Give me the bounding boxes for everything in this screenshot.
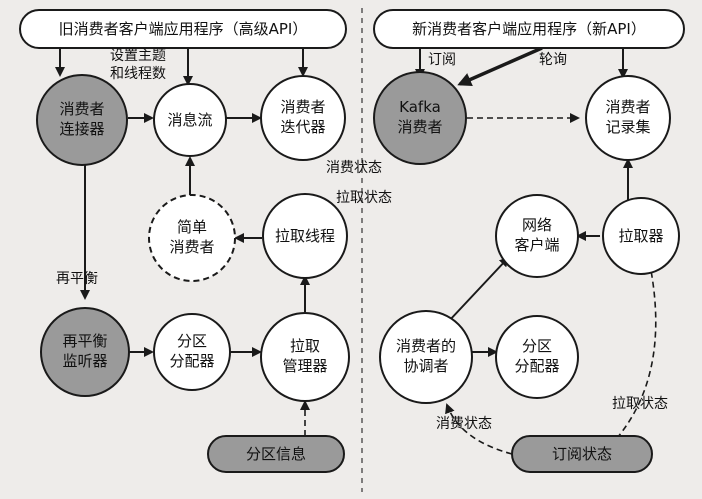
svg-text:分区: 分区: [177, 332, 207, 350]
svg-text:Kafka: Kafka: [399, 98, 441, 116]
svg-text:分区: 分区: [522, 337, 552, 355]
simple-consumer-node: 简单 消费者: [148, 194, 236, 282]
network-client-node: 网络 客户端: [495, 194, 579, 278]
svg-text:分配器: 分配器: [514, 357, 559, 375]
left-app-box: 旧消费者客户端应用程序（高级API）: [19, 9, 347, 49]
consumer-records-node: 消费者 记录集: [585, 75, 671, 161]
label-subscribe: 订阅: [428, 52, 456, 68]
right-edges: [415, 46, 657, 455]
label-consume-state: 消费状态: [326, 160, 382, 176]
svg-text:简单: 简单: [177, 218, 207, 236]
consumer-connector-node: 消费者 连接器: [36, 74, 128, 166]
svg-text:管理器: 管理器: [282, 357, 327, 375]
label-topic-threads-line1: 设置主题: [110, 48, 166, 64]
svg-text:监听器: 监听器: [62, 352, 107, 370]
label-fetch-state-2: 拉取状态: [612, 396, 668, 412]
svg-text:消费者: 消费者: [397, 118, 442, 136]
fetch-manager-node: 拉取 管理器: [260, 312, 350, 402]
right-app-box: 新消费者客户端应用程序（新API）: [373, 9, 685, 49]
svg-text:消费者: 消费者: [280, 98, 325, 116]
consumer-iterator-node: 消费者 迭代器: [260, 75, 346, 161]
left-app-title: 旧消费者客户端应用程序（高级API）: [59, 20, 308, 38]
label-fetch-state: 拉取状态: [336, 190, 392, 206]
svg-text:拉取: 拉取: [290, 337, 320, 355]
svg-text:消费者的: 消费者的: [396, 337, 456, 355]
svg-text:网络: 网络: [522, 216, 552, 234]
svg-text:记录集: 记录集: [605, 118, 650, 136]
rebalance-listener-node: 再平衡 监听器: [40, 307, 130, 397]
partition-info-box: 分区信息: [207, 435, 345, 473]
fetcher-node: 拉取器: [602, 197, 680, 275]
label-topic-threads-line2: 和线程数: [110, 66, 166, 82]
svg-text:拉取线程: 拉取线程: [275, 227, 335, 245]
svg-text:拉取器: 拉取器: [618, 227, 663, 245]
label-poll: 轮询: [539, 52, 567, 68]
svg-text:客户端: 客户端: [514, 236, 559, 254]
left-partition-assignor-node: 分区 分配器: [153, 313, 231, 391]
svg-text:连接器: 连接器: [59, 120, 104, 138]
svg-text:消费者: 消费者: [59, 100, 104, 118]
fetcher-thread-node: 拉取线程: [262, 193, 348, 279]
svg-text:协调者: 协调者: [403, 357, 448, 375]
message-stream-node: 消息流: [153, 83, 227, 157]
svg-text:消费者: 消费者: [169, 238, 214, 256]
kafka-consumer-node: Kafka 消费者: [373, 71, 467, 165]
svg-text:消费者: 消费者: [605, 98, 650, 116]
svg-text:订阅状态: 订阅状态: [552, 445, 612, 463]
label-rebalance: 再平衡: [56, 271, 98, 287]
svg-text:迭代器: 迭代器: [280, 118, 325, 136]
svg-text:消息流: 消息流: [167, 111, 212, 129]
svg-text:分区信息: 分区信息: [246, 445, 306, 463]
right-app-title: 新消费者客户端应用程序（新API）: [412, 20, 646, 38]
subscription-state-box: 订阅状态: [511, 435, 653, 473]
label-consume-state-2: 消费状态: [436, 416, 492, 432]
consumer-coordinator-node: 消费者的 协调者: [379, 310, 473, 404]
right-partition-assignor-node: 分区 分配器: [495, 315, 579, 399]
left-edges: [55, 48, 310, 436]
svg-text:分配器: 分配器: [169, 352, 214, 370]
svg-text:再平衡: 再平衡: [62, 332, 107, 350]
